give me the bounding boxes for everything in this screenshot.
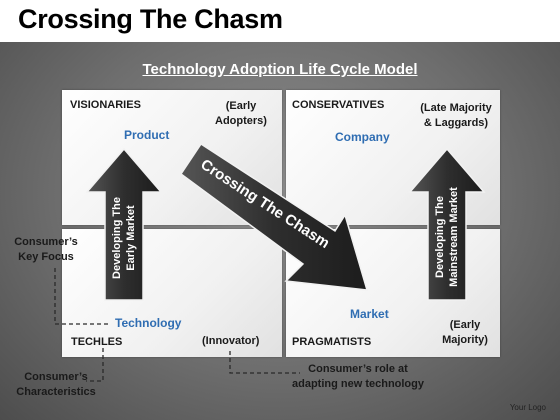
pragmatists-tag: (Early Majority)	[442, 319, 488, 346]
visionaries-tag: (Early Adopters)	[215, 100, 267, 127]
key-focus-callout: Consumer’s Key Focus	[14, 236, 78, 263]
pragmatists-heading: PRAGMATISTS	[292, 336, 372, 348]
quadrant-techles	[62, 229, 282, 357]
early-market-arrow-text: Developing The Early Market	[111, 197, 137, 279]
technology-label: Technology	[115, 316, 182, 330]
diagram-title: Technology Adoption Life Cycle Model	[142, 61, 418, 78]
left-up-arrow	[85, 147, 163, 301]
right-up-arrow	[408, 147, 486, 301]
conservatives-tag: (Late Majority & Laggards)	[420, 102, 492, 129]
role-callout: Consumer’s role at adapting new technolo…	[291, 363, 424, 390]
slide-title: Crossing The Chasm	[18, 4, 283, 34]
product-label: Product	[124, 128, 170, 142]
characteristics-callout: Consumer’s Characteristics	[16, 371, 96, 398]
mainstream-market-arrow-text: Developing The Mainstream Market	[434, 187, 460, 287]
key-focus-connector	[54, 268, 110, 325]
conservatives-heading: CONSERVATIVES	[292, 99, 385, 111]
company-label: Company	[335, 130, 390, 144]
logo-placeholder: Your Logo	[509, 403, 546, 412]
role-connector	[229, 351, 300, 374]
innovator-tag: (Innovator)	[202, 335, 260, 347]
visionaries-heading: VISIONARIES	[70, 99, 141, 111]
crossing-chasm-arrow	[179, 142, 369, 291]
characteristics-connector	[86, 348, 104, 382]
techles-heading: TECHLES	[71, 336, 123, 348]
market-label: Market	[350, 307, 389, 321]
